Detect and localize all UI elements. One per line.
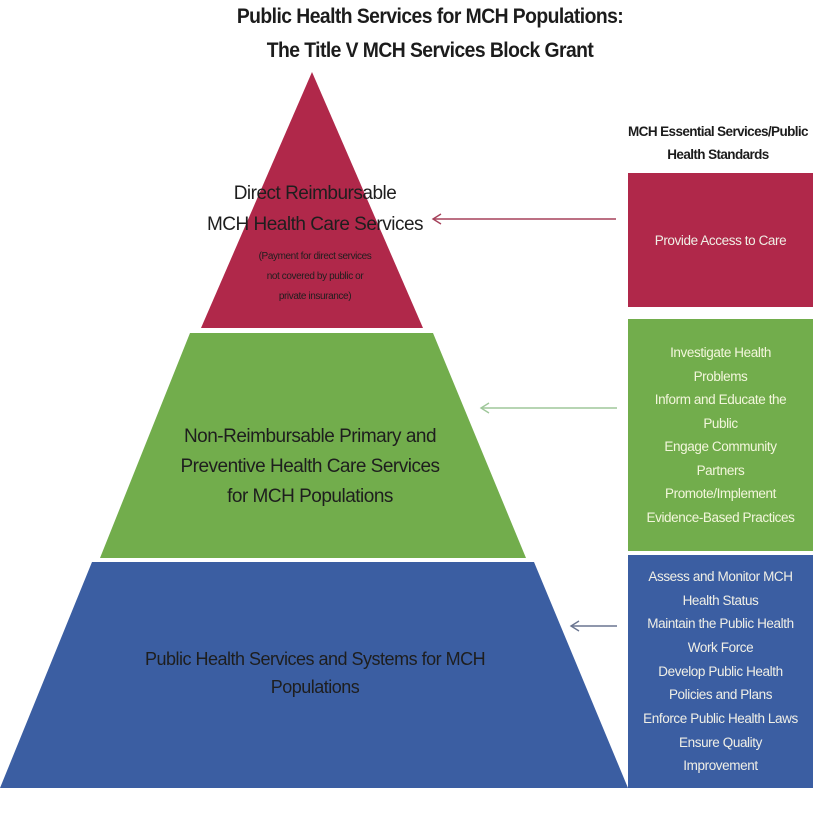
essential-services-header: MCH Essential Services/Public Health Sta… [618, 120, 818, 166]
essential-services-header-line: MCH Essential Services/Public [628, 124, 809, 139]
pyramid-tier-direct-services [201, 72, 423, 328]
pyramid-tier-preventive-services [100, 333, 526, 558]
tier-middle-label-line: Preventive Health Care Services [180, 456, 440, 477]
tier-top-sublabel: (Payment for direct services not covered… [220, 247, 410, 307]
essential-service-line: Improvement [683, 758, 758, 774]
essential-service-line: Inform and Educate the [654, 392, 787, 407]
essential-service-line: Enforce Public Health Laws [643, 711, 798, 727]
tier-top-label-line: Direct Reimbursable [233, 183, 397, 204]
tier-bottom-label-line: Public Health Services and Systems for M… [144, 649, 486, 669]
tier-bottom-label: Public Health Services and Systems for M… [90, 645, 540, 701]
tier-middle-label-line: Non-Reimbursable Primary and [183, 426, 437, 447]
essential-service-line: Policies and Plans [668, 687, 773, 703]
arrow-to-preventive-services [479, 402, 617, 414]
essential-service-line: Promote/Implement [665, 486, 776, 501]
tier-middle-label-line: for MCH Populations [227, 486, 393, 507]
arrow-to-direct-services [431, 213, 616, 225]
tier-top-label: Direct Reimbursable MCH Health Care Serv… [190, 178, 440, 240]
tier-top-sublabel-line: (Payment for direct services [258, 251, 372, 262]
essential-service-line: Investigate Health [670, 345, 771, 360]
tier-middle-label: Non-Reimbursable Primary and Preventive … [140, 422, 480, 512]
essential-service-line: Assess and Monitor MCH [648, 568, 793, 584]
diagram-title-line-2: The Title V MCH Services Block Grant [266, 39, 594, 62]
essential-services-box-top: Provide Access to Care [628, 173, 813, 307]
arrow-to-public-health-systems [569, 620, 617, 632]
essential-service-line: Problems [693, 368, 748, 384]
essential-services-header-line: Health Standards [667, 147, 769, 162]
essential-service-line: Ensure Quality [679, 734, 762, 750]
pyramid-tier-public-health-systems [0, 562, 628, 788]
diagram-title-line-1: Public Health Services for MCH Populatio… [236, 5, 624, 28]
essential-service-line: Maintain the Public Health [647, 616, 794, 632]
essential-service-line: Health Status [682, 592, 759, 608]
tier-top-sublabel-line: not covered by public or [266, 271, 364, 282]
essential-service-line: Engage Community [664, 439, 777, 454]
essential-service-line: Work Force [687, 639, 754, 655]
essential-service-line: Evidence-Based Practices [646, 509, 795, 525]
tier-bottom-label-line: Populations [270, 677, 360, 697]
essential-service-line: Provide Access to Care [654, 232, 787, 248]
tier-top-sublabel-line: private insurance) [278, 291, 352, 302]
tier-top-label-line: MCH Health Care Services [206, 214, 424, 235]
essential-service-line: Public [703, 415, 738, 431]
essential-service-line: Develop Public Health [658, 663, 783, 679]
essential-service-line: Partners [696, 462, 745, 478]
